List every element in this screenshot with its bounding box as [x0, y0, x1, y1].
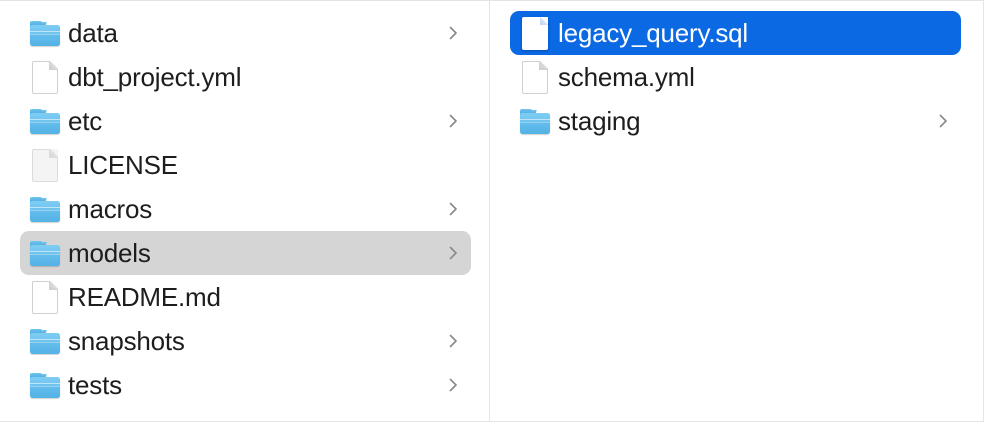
folder-icon [30, 372, 60, 398]
file-row[interactable]: LICENSE [20, 143, 471, 187]
folder-row[interactable]: data [20, 11, 471, 55]
row-icon [520, 104, 550, 138]
row-label: data [68, 18, 118, 48]
file-row[interactable]: README.md [20, 275, 471, 319]
file-row[interactable]: legacy_query.sql [510, 11, 961, 55]
row-icon [30, 192, 60, 226]
folder-row[interactable]: snapshots [20, 319, 471, 363]
folder-icon [520, 108, 550, 134]
file-browser-column-child[interactable]: legacy_query.sql schema.yml staging [490, 1, 983, 421]
file-icon [522, 16, 548, 50]
row-label: schema.yml [558, 62, 695, 92]
row-label: staging [558, 106, 641, 136]
row-label: macros [68, 194, 153, 224]
folder-row[interactable]: models [20, 231, 471, 275]
row-label: etc [68, 106, 103, 136]
row-label: LICENSE [68, 150, 178, 180]
row-icon [30, 16, 60, 50]
chevron-right-icon[interactable] [445, 377, 461, 393]
file-row[interactable]: dbt_project.yml [20, 55, 471, 99]
row-icon [30, 324, 60, 358]
file-icon [32, 148, 58, 182]
file-icon [522, 60, 548, 94]
folder-row[interactable]: macros [20, 187, 471, 231]
folder-icon [30, 108, 60, 134]
file-icon [32, 280, 58, 314]
row-icon [30, 104, 60, 138]
chevron-right-icon[interactable] [445, 201, 461, 217]
row-icon [30, 60, 60, 94]
file-row[interactable]: schema.yml [510, 55, 961, 99]
file-icon [32, 60, 58, 94]
chevron-right-icon[interactable] [445, 25, 461, 41]
chevron-right-icon[interactable] [445, 333, 461, 349]
row-label: models [68, 238, 151, 268]
row-icon [30, 368, 60, 402]
folder-row[interactable]: staging [510, 99, 961, 143]
row-icon [520, 16, 550, 50]
row-label: legacy_query.sql [558, 18, 748, 48]
folder-icon [30, 240, 60, 266]
chevron-right-icon[interactable] [445, 113, 461, 129]
folder-icon [30, 328, 60, 354]
row-icon [30, 148, 60, 182]
row-icon [30, 236, 60, 270]
row-label: dbt_project.yml [68, 62, 242, 92]
row-icon [30, 280, 60, 314]
chevron-right-icon[interactable] [445, 245, 461, 261]
row-icon [520, 60, 550, 94]
folder-row[interactable]: tests [20, 363, 471, 407]
folder-row[interactable]: etc [20, 99, 471, 143]
row-label: README.md [68, 282, 221, 312]
folder-icon [30, 20, 60, 46]
folder-icon [30, 196, 60, 222]
row-label: tests [68, 370, 122, 400]
chevron-right-icon[interactable] [935, 113, 951, 129]
row-label: snapshots [68, 326, 185, 356]
